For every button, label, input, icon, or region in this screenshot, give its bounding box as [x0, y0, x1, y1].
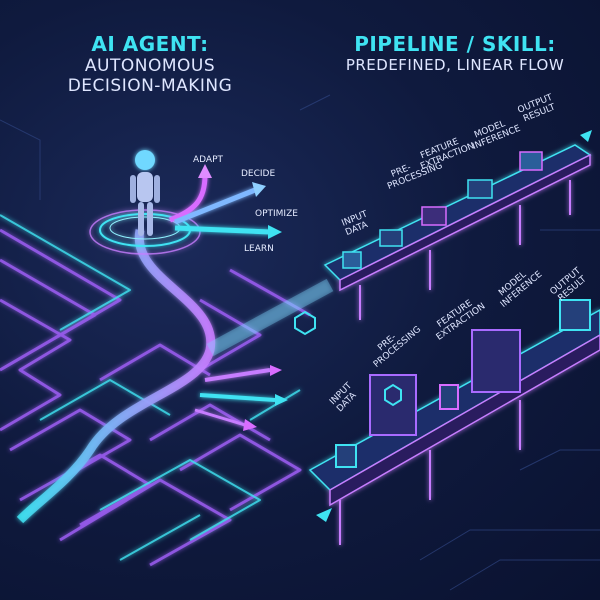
action-label-adapt: ADAPT — [193, 155, 224, 165]
right-title: PIPELINE / SKILL: — [354, 32, 556, 56]
agent-path — [16, 229, 334, 524]
action-label-decide: DECIDE — [241, 169, 275, 179]
top-stage-boxes — [342, 151, 543, 269]
output-result-box — [559, 299, 591, 331]
model-inference-box — [467, 179, 493, 199]
brain-icon — [135, 150, 155, 170]
svg-text:OUTPUTRESULT: OUTPUTRESULT — [516, 93, 558, 125]
learn-arrow-icon — [268, 225, 282, 239]
arrow-head-icon — [270, 365, 282, 376]
right-title-block: PIPELINE / SKILL: PREDEFINED, LINEAR FLO… — [330, 32, 580, 74]
bottom-stage-boxes — [335, 299, 591, 468]
input-data-box — [342, 251, 362, 269]
left-title-block: AI AGENT: AUTONOMOUS DECISION-MAKING — [40, 32, 260, 96]
action-label-optimize: OPTIMIZE — [255, 209, 298, 219]
left-subtitle-line2: DECISION-MAKING — [67, 76, 233, 96]
right-subtitle: PREDEFINED, LINEAR FLOW — [345, 56, 565, 74]
svg-text:PRE-PROCESSING: PRE-PROCESSING — [366, 317, 424, 370]
action-label-learn: LEARN — [244, 244, 274, 254]
hexagon-icon — [294, 310, 316, 336]
circuit-traces — [0, 94, 600, 591]
svg-text:INPUTDATA: INPUTDATA — [340, 209, 373, 238]
decide-arrow-icon — [252, 182, 266, 197]
bottom-conveyor — [308, 309, 600, 545]
robot-figure — [130, 150, 160, 236]
feature-extraction-box — [421, 206, 447, 226]
top-conveyor — [323, 144, 592, 320]
input-arrow-icon — [316, 508, 332, 522]
arrow-head-icon — [243, 419, 257, 431]
svg-text:MODELINFERENCE: MODELINFERENCE — [493, 262, 545, 310]
svg-text:FEATUREEXTRACTION: FEATUREEXTRACTION — [415, 132, 476, 172]
svg-text:MODELINFERENCE: MODELINFERENCE — [467, 114, 522, 152]
model-inference-machine — [471, 329, 521, 393]
arrow-head-icon — [275, 394, 288, 406]
output-arrow-icon — [580, 130, 592, 142]
input-data-box — [335, 444, 357, 468]
left-title: AI AGENT: — [91, 32, 209, 56]
feature-extraction-box — [439, 384, 459, 410]
action-arrows — [169, 174, 271, 235]
hexagon-icon — [384, 383, 402, 407]
preprocessing-box — [379, 229, 403, 247]
left-subtitle-line1: AUTONOMOUS — [84, 56, 216, 76]
adapt-arrow-icon — [198, 164, 212, 178]
output-result-box — [519, 151, 543, 171]
svg-text:INPUTDATA: INPUTDATA — [328, 381, 362, 415]
